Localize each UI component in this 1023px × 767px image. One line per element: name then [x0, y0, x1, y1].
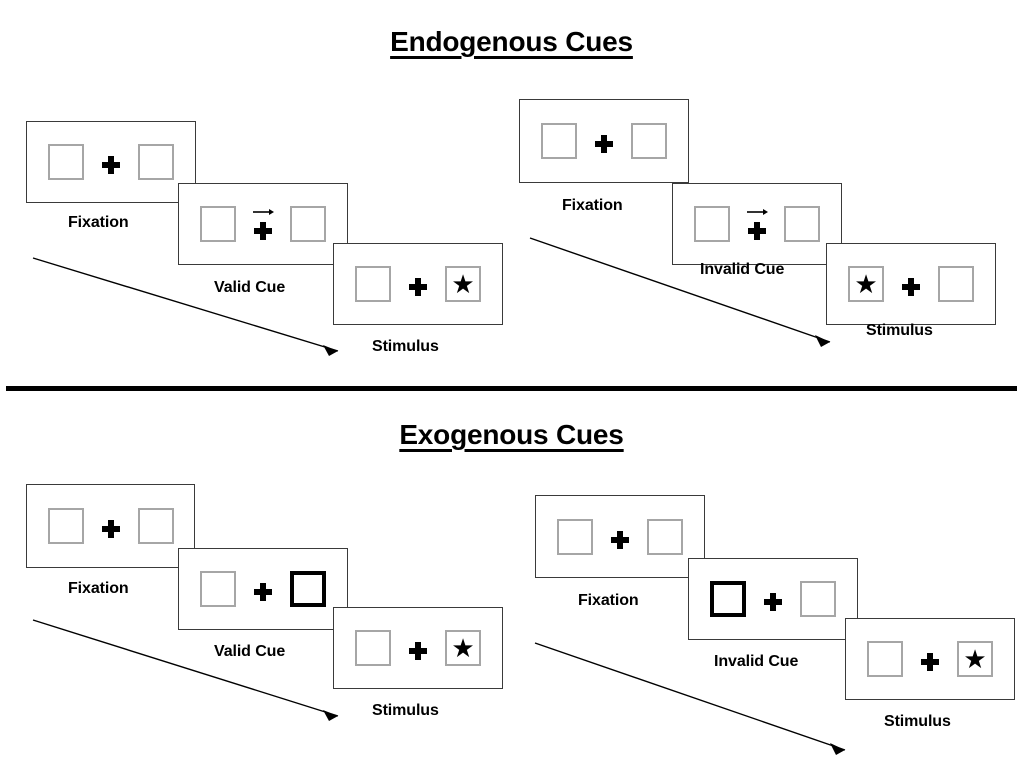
center-stack: [407, 630, 429, 666]
center-stack: [746, 206, 768, 242]
panel-endogenous-valid-stimulus: ★: [333, 243, 503, 325]
right-box: [784, 206, 820, 242]
center-stack: [407, 266, 429, 302]
fixation-cross-icon: [254, 583, 272, 601]
left-box: [200, 571, 236, 607]
caption-endogenous-valid-cue: Valid Cue: [214, 279, 286, 296]
caption-endogenous-invalid-stimulus: Stimulus: [866, 322, 933, 339]
panel-content: [200, 206, 326, 242]
right-box: [800, 581, 836, 617]
panel-content: [557, 518, 683, 555]
star-icon: ★: [854, 268, 878, 299]
panel-endogenous-valid-fixation: [26, 121, 196, 203]
panel-content: [710, 581, 836, 617]
caption-exogenous-invalid-fixation: Fixation: [578, 592, 639, 609]
caption-exogenous-valid-stimulus: Stimulus: [372, 702, 439, 719]
panel-content: [48, 144, 174, 180]
center-stack: [252, 571, 274, 607]
left-box: [694, 206, 730, 242]
right-box: [938, 266, 974, 302]
panel-endogenous-valid-cue: [178, 183, 348, 265]
left-box: [867, 641, 903, 677]
panel-endogenous-invalid-fixation: [519, 99, 689, 183]
fixation-cross-icon: [921, 653, 939, 671]
caption-exogenous-invalid-stimulus: Stimulus: [884, 713, 951, 730]
caption-exogenous-valid-cue: Valid Cue: [214, 643, 286, 660]
fixation-cross-icon: [254, 222, 272, 240]
right-box: [137, 508, 174, 544]
time-arrow-exogenous-valid: [32, 619, 339, 721]
center-stack: [593, 123, 615, 159]
panel-content: ★: [355, 630, 481, 666]
left-box: [557, 518, 593, 555]
center-stack: [900, 266, 922, 302]
center-stack: [762, 581, 784, 617]
right-box: ★: [445, 630, 481, 666]
center-stack: [252, 206, 274, 242]
caption-endogenous-invalid-fixation: Fixation: [562, 197, 623, 214]
panel-exogenous-valid-stimulus: ★: [333, 607, 503, 689]
panel-content: ★: [848, 266, 974, 302]
time-arrow-endogenous-valid: [32, 257, 339, 356]
left-box: ★: [848, 266, 884, 302]
left-box: [355, 630, 391, 666]
panel-exogenous-valid-cue: [178, 548, 348, 630]
fixation-cross-icon: [409, 642, 427, 660]
caption-exogenous-invalid-cue: Invalid Cue: [714, 653, 799, 670]
right-box: ★: [445, 266, 481, 302]
panel-content: [694, 206, 820, 242]
caption-endogenous-invalid-cue: Invalid Cue: [700, 261, 785, 278]
left-box: [47, 508, 84, 544]
fixation-cross-icon: [764, 593, 782, 611]
panel-endogenous-invalid-cue: [672, 183, 842, 265]
section-divider: [6, 386, 1017, 391]
right-box: [290, 206, 326, 242]
time-arrow-endogenous-invalid: [529, 237, 831, 347]
fixation-cross-icon: [748, 222, 766, 240]
panel-exogenous-invalid-fixation: [535, 495, 705, 578]
star-icon: ★: [963, 643, 987, 674]
panel-exogenous-invalid-cue: [688, 558, 858, 640]
fixation-cross-icon: [409, 278, 427, 296]
star-icon: ★: [451, 632, 475, 663]
center-stack: [100, 144, 122, 180]
panel-exogenous-invalid-stimulus: ★: [845, 618, 1015, 700]
fixation-cross-icon: [101, 520, 120, 538]
right-box: [138, 144, 174, 180]
caption-endogenous-valid-fixation: Fixation: [68, 214, 129, 231]
arrow-right-icon: [747, 209, 768, 215]
star-icon: ★: [451, 268, 475, 299]
panel-content: [47, 508, 174, 544]
left-box: [541, 123, 577, 159]
left-box: [355, 266, 391, 302]
panel-content: [541, 123, 667, 159]
panel-content: [200, 571, 326, 607]
right-box: ★: [957, 641, 993, 677]
time-arrow-exogenous-invalid: [534, 642, 846, 755]
panel-exogenous-valid-fixation: [26, 484, 195, 568]
fixation-cross-icon: [595, 135, 613, 153]
caption-exogenous-valid-fixation: Fixation: [68, 580, 129, 597]
fixation-cross-icon: [102, 156, 120, 174]
fixation-cross-icon: [902, 278, 920, 296]
panel-content: ★: [867, 641, 993, 677]
right-box: [631, 123, 667, 159]
caption-endogenous-valid-stimulus: Stimulus: [372, 338, 439, 355]
left-box-highlight: [710, 581, 746, 617]
center-stack: [100, 508, 122, 544]
arrow-right-icon: [253, 209, 274, 215]
right-box-highlight: [290, 571, 326, 607]
panel-content: ★: [355, 266, 481, 302]
center-stack: [609, 519, 631, 555]
section-title-exogenous: Exogenous Cues: [399, 419, 624, 450]
left-box: [200, 206, 236, 242]
right-box: [647, 518, 683, 555]
panel-endogenous-invalid-stimulus: ★: [826, 243, 996, 325]
section-title-endogenous: Endogenous Cues: [390, 26, 633, 57]
fixation-cross-icon: [611, 530, 629, 549]
left-box: [48, 144, 84, 180]
center-stack: [919, 641, 941, 677]
